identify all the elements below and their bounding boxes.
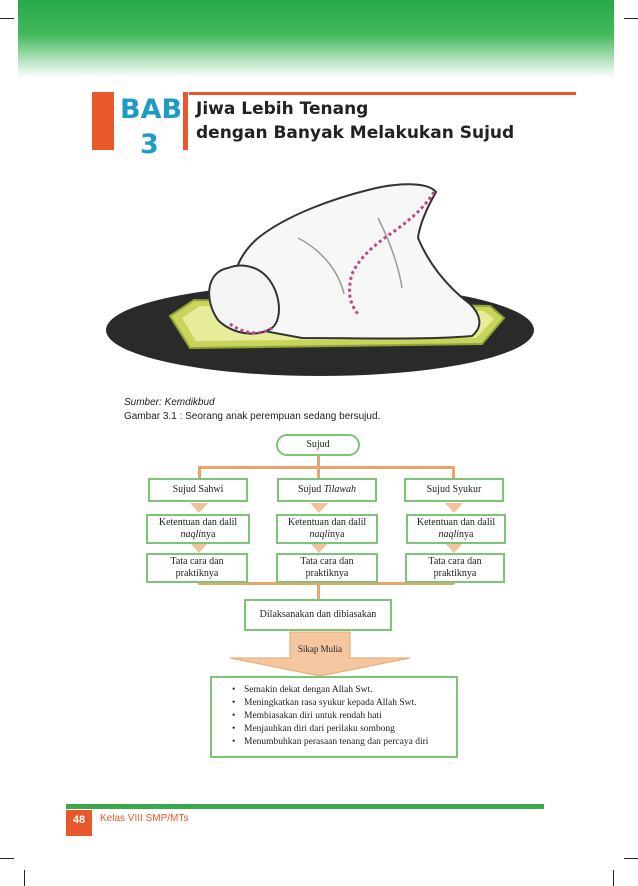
connector	[198, 466, 201, 478]
crop-mark	[613, 870, 614, 886]
arrow-down-icon	[445, 503, 463, 513]
crop-mark	[24, 870, 25, 886]
figure-source: Sumber: Kemdikbud	[124, 397, 215, 408]
type-label: Sujud Sahwi	[173, 484, 224, 496]
merge-box: Dilaksanakan dan dibiasakan	[244, 599, 392, 631]
arrow-down-icon	[310, 503, 328, 513]
chapter-label: BAB	[120, 94, 183, 125]
list-item: Membiasakan diri untuk rendah hati	[232, 710, 456, 723]
book-title: Kelas VIII SMP/MTs	[100, 813, 189, 824]
chapter-number: 3	[140, 129, 159, 160]
outcomes-box: Semakin dekat dengan Allah Swt. Meningka…	[210, 676, 458, 758]
page-number: 48	[66, 810, 92, 836]
rule-emph: naqli	[180, 529, 202, 540]
connector	[317, 575, 320, 601]
type-box-syukur: Sujud Syukur	[404, 478, 504, 502]
connector	[198, 466, 454, 469]
practice-line: praktiknya	[433, 568, 477, 579]
rule-suffix: nya	[459, 529, 474, 540]
crop-mark	[0, 18, 14, 19]
type-name: Syukur	[452, 484, 482, 495]
crop-mark	[624, 858, 638, 859]
practice-line: praktiknya	[175, 568, 219, 579]
rule-suffix: nya	[330, 529, 345, 540]
connector	[317, 466, 320, 478]
chapter-title-line2: dengan Banyak Melakukan Sujud	[196, 123, 515, 143]
figure-caption: Gambar 3.1 : Seorang anak perempuan seda…	[124, 411, 381, 422]
arrow-down-icon	[190, 543, 208, 553]
practice-line: praktiknya	[305, 568, 349, 579]
prostrating-girl-illustration	[106, 183, 534, 376]
rule-line: naqlinya	[438, 529, 473, 541]
type-prefix: Sujud	[426, 484, 453, 495]
practice-line: Tata cara dan	[170, 556, 224, 567]
attitude-label: Sikap Mulia	[297, 644, 343, 654]
type-name: Tilawah	[323, 484, 357, 495]
header-band	[18, 0, 614, 78]
practice-line: Tata cara dan	[300, 556, 354, 567]
type-box-tilawah: Sujud Tilawah	[277, 478, 377, 502]
footer-rule	[66, 804, 544, 809]
type-box-sahwi: Sujud Sahwi	[148, 478, 248, 502]
practice-line: Tata cara dan	[428, 556, 482, 567]
rule-line: naqlinya	[309, 529, 344, 541]
connector	[198, 582, 454, 585]
merge-label: Dilaksanakan dan dibiasakan	[259, 609, 377, 620]
rule-line: Ketentuan dan dalil	[287, 517, 367, 528]
rule-emph: naqli	[309, 529, 331, 540]
chapter-title-line1: Jiwa Lebih Tenang	[196, 99, 369, 119]
rule-line: naqlinya	[180, 529, 215, 541]
arrow-down-icon	[310, 543, 328, 553]
type-name: Sahwi	[198, 484, 224, 495]
chapter-divider	[183, 92, 188, 150]
list-item: Meningkatkan rasa syukur kepada Allah Sw…	[232, 697, 456, 710]
outcomes-list: Semakin dekat dengan Allah Swt. Meningka…	[232, 684, 456, 749]
list-item: Menjauhkan diri dari perilaku sombong	[232, 723, 456, 736]
type-prefix: Sujud	[297, 484, 324, 495]
root-box: Sujud	[276, 434, 360, 456]
type-label: Sujud Syukur	[427, 484, 482, 496]
list-item: Semakin dekat dengan Allah Swt.	[232, 684, 456, 697]
title-rule	[189, 92, 576, 95]
root-label: Sujud	[306, 439, 330, 450]
connector	[317, 456, 320, 466]
arrow-down-icon	[445, 543, 463, 553]
attitude-arrow-icon	[229, 631, 411, 677]
rule-line: Ketentuan dan dalil	[416, 517, 496, 528]
rule-emph: naqli	[438, 529, 460, 540]
connector	[452, 466, 455, 478]
chapter-accent-bar	[92, 92, 114, 150]
rule-line: Ketentuan dan dalil	[158, 517, 238, 528]
crop-mark	[0, 858, 14, 859]
rule-suffix: nya	[201, 529, 216, 540]
list-item: Menumbuhkan perasaan tenang dan percaya …	[232, 736, 456, 749]
crop-mark	[624, 18, 638, 19]
type-label: Sujud Tilawah	[298, 484, 356, 496]
arrow-down-icon	[190, 503, 208, 513]
type-prefix: Sujud	[172, 484, 199, 495]
